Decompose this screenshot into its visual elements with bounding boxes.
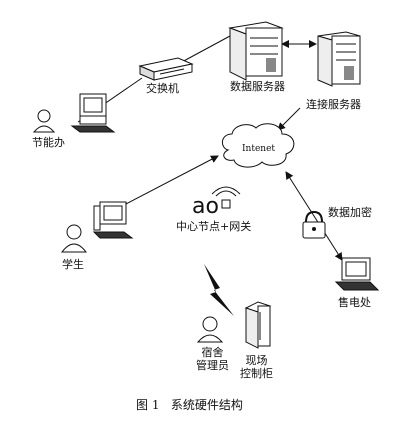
data-server-label: 数据服务器 (230, 80, 285, 93)
field-cabinet-icon (244, 301, 272, 349)
internet-label: Intenet (242, 144, 276, 154)
link-internet-student (125, 155, 219, 205)
connect-server-icon (317, 31, 361, 87)
gateway-label: 中心节点+网关 (176, 220, 252, 233)
figure-caption: 图 1 系统硬件结构 (136, 398, 243, 412)
wireless-signal-icon (211, 186, 241, 209)
dorm-manager-user-icon (196, 316, 224, 343)
student-user-icon (60, 224, 88, 253)
field-cabinet-label: 现场 控制柜 (240, 354, 273, 380)
link-connectserver-internet (277, 107, 301, 131)
connect-server-label: 连接服务器 (306, 98, 361, 111)
sales-office-computer-icon (334, 257, 380, 291)
data-server-icon (228, 21, 284, 81)
energy-office-user-icon (32, 109, 56, 133)
lightning-icon (204, 264, 234, 316)
energy-office-label: 节能办 (32, 136, 65, 149)
dorm-manager-label: 宿舍 管理员 (196, 346, 229, 372)
switch-label: 交换机 (146, 82, 179, 95)
link-switch-dataserver (179, 35, 231, 64)
internet-cloud-icon (222, 123, 295, 168)
energy-office-computer-icon (70, 93, 116, 133)
padlock-icon (302, 210, 326, 239)
sales-office-label: 售电处 (338, 296, 371, 309)
link-internet-sales (285, 171, 343, 261)
student-label: 学生 (62, 258, 84, 271)
switch-icon (138, 57, 194, 81)
data-encryption-label: 数据加密 (328, 206, 372, 219)
gateway-logo-text: ao (192, 194, 219, 219)
student-computer-icon (92, 201, 134, 239)
